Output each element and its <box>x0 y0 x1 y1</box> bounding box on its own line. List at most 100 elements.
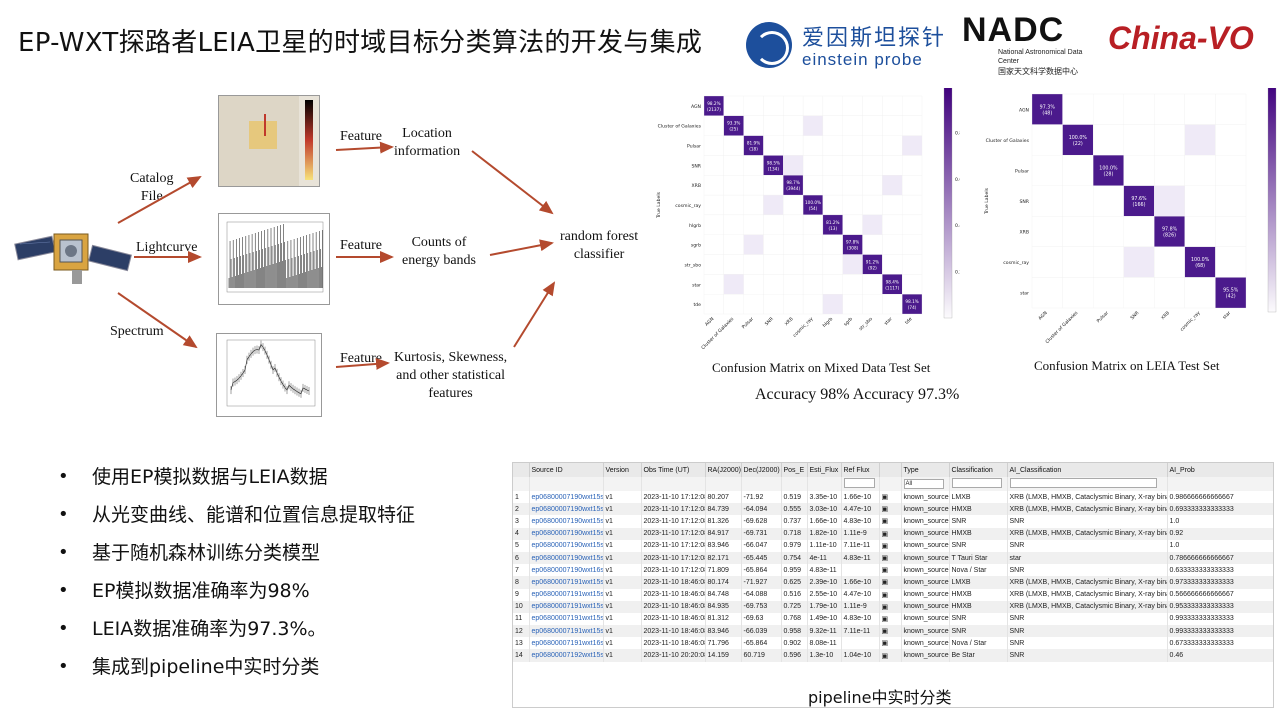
save-icon[interactable]: ▣ <box>879 564 902 577</box>
table-header-cell[interactable]: Obs Time (UT) <box>641 463 706 477</box>
table-header-cell[interactable]: Source ID <box>529 463 604 477</box>
cm-cell <box>842 214 863 235</box>
lightcurve-plot <box>218 213 330 305</box>
source-id-link[interactable]: ep06800007191wxt15s1 <box>529 576 604 589</box>
table-cell: 2.55e-10 <box>807 588 842 601</box>
table-header-cell[interactable]: RA(J2000) <box>705 463 742 477</box>
cm-cell <box>882 115 903 136</box>
source-id-link[interactable]: ep06800007190wxt15s6 <box>529 551 604 565</box>
table-cell: 0.693333333333333 <box>1167 503 1273 516</box>
cm-cell <box>822 135 843 156</box>
table-cell: 2023-11-10 18:46:08 <box>641 600 706 613</box>
cm-cell <box>862 234 883 255</box>
cm-cell <box>763 175 784 196</box>
table-header-cell[interactable]: Ref Flux <box>841 463 880 477</box>
save-icon[interactable]: ▣ <box>879 588 902 601</box>
table-cell: 2023-11-10 17:12:08 <box>641 551 706 565</box>
table-cell: 84.917 <box>705 527 742 540</box>
cm-cell <box>743 234 764 255</box>
source-id-link[interactable]: ep06800007190wxt15s5 <box>529 539 604 552</box>
source-id-link[interactable]: ep06800007191wxt15s3 <box>529 600 604 613</box>
save-icon[interactable]: ▣ <box>879 612 902 626</box>
source-id-link[interactable]: ep06800007190wxt15s2 <box>529 503 604 516</box>
table-header-cell[interactable]: Esti_Flux <box>807 463 842 477</box>
save-icon[interactable]: ▣ <box>879 503 902 516</box>
cm-col-label: star <box>883 316 894 327</box>
source-id-link[interactable]: ep06800007190wxt15s4 <box>529 527 604 540</box>
table-cell: -69.731 <box>741 527 782 540</box>
table-header-cell[interactable]: Dec(J2000) <box>741 463 782 477</box>
save-icon[interactable]: ▣ <box>879 527 902 540</box>
save-icon[interactable]: ▣ <box>879 491 902 504</box>
source-id-link[interactable]: ep06800007192wxt15s1 <box>529 649 604 662</box>
type-filter-select[interactable]: All <box>903 479 945 489</box>
table-cell: 7.11e-11 <box>841 625 880 638</box>
table-header-cell[interactable]: Version <box>603 463 642 477</box>
save-icon[interactable]: ▣ <box>879 649 902 662</box>
cm-cell <box>703 214 724 235</box>
table-cell: v1 <box>603 564 642 577</box>
cm-diag-value: 98.2% <box>707 101 720 106</box>
save-icon[interactable]: ▣ <box>879 576 902 589</box>
energy-bands-label: Counts of energy bands <box>402 235 476 268</box>
table-cell: 0.516 <box>781 588 808 601</box>
bullet-item: LEIA数据准确率为97.3%。 <box>58 610 415 648</box>
table-cell: HMXB <box>949 600 1008 613</box>
table-header-cell[interactable]: AI_Classification <box>1007 463 1168 477</box>
save-icon[interactable]: ▣ <box>879 539 902 552</box>
table-cell: XRB (LMXB, HMXB, Cataclysmic Binary, X-r… <box>1007 527 1168 540</box>
table-header-cell[interactable] <box>513 463 530 477</box>
cm-diag-count: (74) <box>908 305 917 310</box>
source-id-link[interactable]: ep06800007190wxt16s1 <box>529 564 604 577</box>
ai-classification-filter-input[interactable] <box>1009 478 1157 488</box>
table-header-cell[interactable]: Pos_E <box>781 463 808 477</box>
source-id-link[interactable]: ep06800007190wxt15s1 <box>529 491 604 504</box>
bullet-item: 从光变曲线、能谱和位置信息提取特征 <box>58 496 415 534</box>
save-icon[interactable]: ▣ <box>879 637 902 650</box>
source-id-link[interactable]: ep06800007191wxt15s5 <box>529 625 604 638</box>
cm-cell <box>763 254 784 275</box>
cm-cell <box>1062 93 1094 125</box>
source-id-link[interactable]: ep06800007190wxt15s3 <box>529 515 604 528</box>
table-header-cell[interactable]: AI_Prob <box>1167 463 1273 477</box>
cm-diag-count: (48) <box>1042 110 1052 116</box>
save-icon[interactable]: ▣ <box>879 625 902 638</box>
cm-cell <box>882 175 903 196</box>
source-id-link[interactable]: ep06800007191wxt15s2 <box>529 588 604 601</box>
table-header-cell[interactable]: Type <box>901 463 950 477</box>
save-icon[interactable]: ▣ <box>879 600 902 613</box>
ref-flux-filter-input[interactable] <box>843 478 875 488</box>
cm-cell <box>783 95 804 116</box>
save-icon[interactable]: ▣ <box>879 515 902 528</box>
workflow-arrows <box>117 141 556 370</box>
classification-filter-input[interactable] <box>951 478 1002 488</box>
table-cell: 80.207 <box>705 491 742 504</box>
table-cell: HMXB <box>949 503 1008 516</box>
table-header-cell[interactable]: Classification <box>949 463 1008 477</box>
cm-cell <box>1092 154 1124 186</box>
source-id-link[interactable]: ep06800007191wxt16s1 <box>529 637 604 650</box>
table-header-cell[interactable] <box>879 463 902 477</box>
cm-cell <box>802 294 824 315</box>
cm-cell <box>763 135 784 156</box>
cm-cell <box>783 115 804 136</box>
spectrum-line <box>230 343 310 395</box>
cm-diag-count: (166) <box>1133 202 1146 208</box>
save-icon[interactable]: ▣ <box>879 551 902 565</box>
source-id-link[interactable]: ep06800007191wxt15s4 <box>529 612 604 626</box>
